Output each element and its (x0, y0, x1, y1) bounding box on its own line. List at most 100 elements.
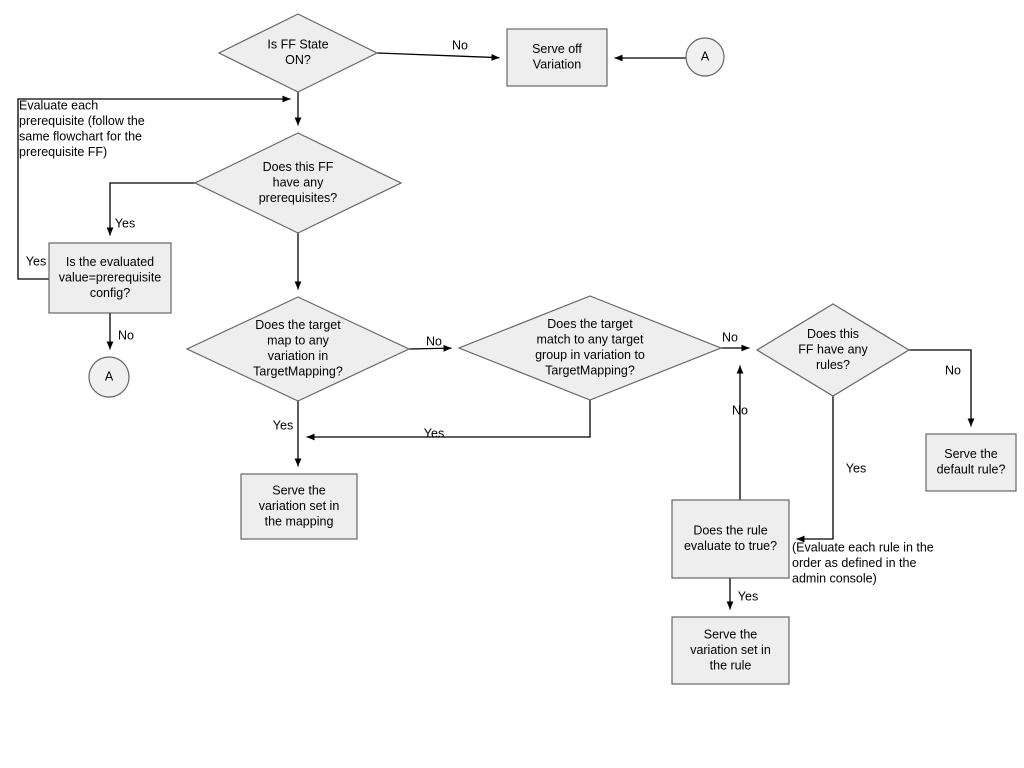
process-is-evaluated-value-prerequisite-config-label-line: value=prerequisite (59, 270, 162, 284)
process-serve-variation-set-in-rule-label-line: the rule (710, 658, 752, 672)
process-serve-variation-set-in-rule-shape (671, 616, 790, 685)
process-serve-off-variation-label-line: Variation (533, 58, 581, 72)
process-serve-off-variation-label-line: Serve off (532, 42, 582, 56)
edge-target-map-no-to-target-group-label: No (426, 334, 442, 348)
process-serve-variation-set-in-mapping-label-line: Serve the (272, 483, 326, 497)
note-evaluate-each-rule-in-order-line: order as defined in the (792, 556, 916, 570)
decision-does-target-map-to-variation-label-line: map to any (267, 334, 330, 348)
decision-does-target-map-to-variation-label-line: TargetMapping? (253, 365, 343, 379)
process-is-evaluated-value-prerequisite-config-label-line: Is the evaluated (66, 255, 154, 269)
edge-prerequisite-config-yes-return-to-ff-state-line (17, 95, 291, 280)
process-serve-variation-set-in-mapping-label-line: variation set in (259, 499, 340, 513)
edge-ff-state-no-to-serve-off: No (376, 38, 500, 61)
process-serve-variation-set-in-rule-label-line: Serve the (704, 627, 758, 641)
decision-is-ff-state-on-label-line: Is FF State (267, 38, 328, 52)
edge-has-rules-no-to-serve-default: No (909, 349, 975, 427)
edge-target-map-yes-to-serve-mapping: Yes (273, 401, 302, 467)
connector-a-bottom-shape (88, 356, 130, 398)
edge-prerequisite-config-no-to-connector-a-label: No (118, 328, 134, 342)
decision-does-target-map-to-variation-shape (185, 296, 411, 402)
process-is-evaluated-value-prerequisite-config-label-line: config? (90, 286, 130, 300)
edge-has-rules-yes-to-rule-evaluate-label: Yes (846, 461, 866, 475)
process-serve-default-rule[interactable]: Serve the default rule? (925, 433, 1017, 492)
edge-has-prerequisites-yes-to-eval: Yes (106, 182, 195, 236)
process-is-evaluated-value-prerequisite-config-shape (48, 242, 172, 314)
decision-does-target-map-to-variation-label-line: variation in (268, 349, 328, 363)
decision-does-ff-have-rules-label-line: FF have any (798, 342, 868, 356)
process-serve-off-variation-shape (506, 28, 608, 87)
decision-does-ff-have-prerequisites-shape (193, 132, 403, 234)
edge-target-group-yes-to-serve-mapping-join-label: Yes (424, 426, 444, 440)
connector-a-bottom[interactable]: A (88, 356, 130, 398)
decision-does-ff-have-rules-label-line: rules? (816, 358, 850, 372)
connector-a-top-shape (685, 37, 725, 77)
process-serve-variation-set-in-mapping-label-line: the mapping (265, 514, 334, 528)
note-evaluate-each-rule-in-order: (Evaluate each rule in the order as defin… (792, 540, 934, 585)
connector-a-top-label-line: A (701, 49, 710, 63)
note-evaluate-each-prerequisite-line: same flowchart for the (19, 129, 142, 143)
decision-does-ff-have-prerequisites-label-line: prerequisites? (259, 191, 338, 205)
edge-target-group-yes-to-serve-mapping-join-line (306, 400, 591, 441)
edge-has-rules-yes-to-rule-evaluate-line (796, 396, 834, 543)
decision-does-target-match-target-group-shape (457, 295, 723, 401)
edge-target-map-yes-to-serve-mapping-label: Yes (273, 418, 293, 432)
edge-rule-evaluate-no-up-to-has-rules: No (732, 365, 748, 500)
decision-does-ff-have-rules-shape (755, 303, 911, 397)
edge-prerequisite-config-yes-return-to-ff-state: Yes (17, 95, 291, 280)
decision-does-ff-have-rules-label-line: Does this (807, 327, 859, 341)
decision-does-ff-have-prerequisites-label-line: have any (273, 175, 324, 189)
edge-target-group-yes-to-serve-mapping-join: Yes (306, 400, 591, 441)
edge-target-map-no-to-target-group-line (408, 344, 452, 352)
process-does-rule-evaluate-to-true-label-line: evaluate to true? (684, 539, 777, 553)
connector-a-top[interactable]: A (685, 37, 725, 77)
edge-target-map-no-to-target-group: No (408, 334, 452, 352)
decision-does-ff-have-prerequisites-label-line: Does this FF (263, 160, 334, 174)
edge-has-rules-no-to-serve-default-line (909, 349, 975, 427)
edge-target-group-no-to-has-rules-label: No (722, 330, 738, 344)
edge-target-group-no-to-has-rules: No (721, 330, 750, 352)
edge-rule-evaluate-yes-to-serve-rule-label: Yes (738, 589, 758, 603)
edge-rule-evaluate-no-up-to-has-rules-label: No (732, 403, 748, 417)
note-evaluate-each-prerequisite-line: Evaluate each (19, 98, 98, 112)
edge-ff-state-no-to-serve-off-line (376, 52, 500, 61)
edge-prerequisite-config-no-to-connector-a: No (106, 313, 134, 350)
edge-ff-state-no-to-serve-off-label: No (452, 38, 468, 52)
notes-layer: Evaluate each prerequisite (follow thesam… (19, 98, 934, 585)
process-serve-default-rule-label-line: Serve the (944, 447, 998, 461)
decision-does-target-match-target-group-label-line: group in variation to (535, 348, 645, 362)
process-serve-default-rule-label-line: default rule? (937, 463, 1006, 477)
decision-is-ff-state-on-label-line: ON? (285, 53, 311, 67)
decision-does-target-map-to-variation-label-line: Does the target (255, 318, 341, 332)
note-evaluate-each-prerequisite-line: prerequisite (follow the (19, 114, 145, 128)
process-serve-default-rule-shape (925, 433, 1017, 492)
decision-does-target-match-target-group-label-line: TargetMapping? (545, 364, 635, 378)
note-evaluate-each-rule-in-order-line: (Evaluate each rule in the (792, 540, 934, 554)
decision-does-target-match-target-group-label-line: match to any target (536, 333, 644, 347)
edge-has-prerequisites-yes-to-eval-line (106, 182, 195, 236)
edge-prerequisite-config-yes-return-to-ff-state-label: Yes (26, 254, 46, 268)
edge-rule-evaluate-yes-to-serve-rule: Yes (726, 578, 758, 610)
decision-is-ff-state-on-shape (217, 13, 379, 93)
note-evaluate-each-prerequisite: Evaluate each prerequisite (follow thesam… (19, 98, 145, 159)
edge-has-prerequisites-yes-to-eval-label: Yes (115, 216, 135, 230)
note-evaluate-each-rule-in-order-line: admin console) (792, 571, 877, 585)
process-serve-variation-set-in-rule-label-line: variation set in (690, 643, 771, 657)
process-does-rule-evaluate-to-true-label-line: Does the rule (693, 524, 767, 538)
connector-a-bottom-label-line: A (105, 369, 114, 383)
process-does-rule-evaluate-to-true-shape (671, 499, 790, 579)
note-evaluate-each-prerequisite-line: prerequisite FF) (19, 145, 107, 159)
process-serve-variation-set-in-mapping-shape (240, 473, 358, 540)
